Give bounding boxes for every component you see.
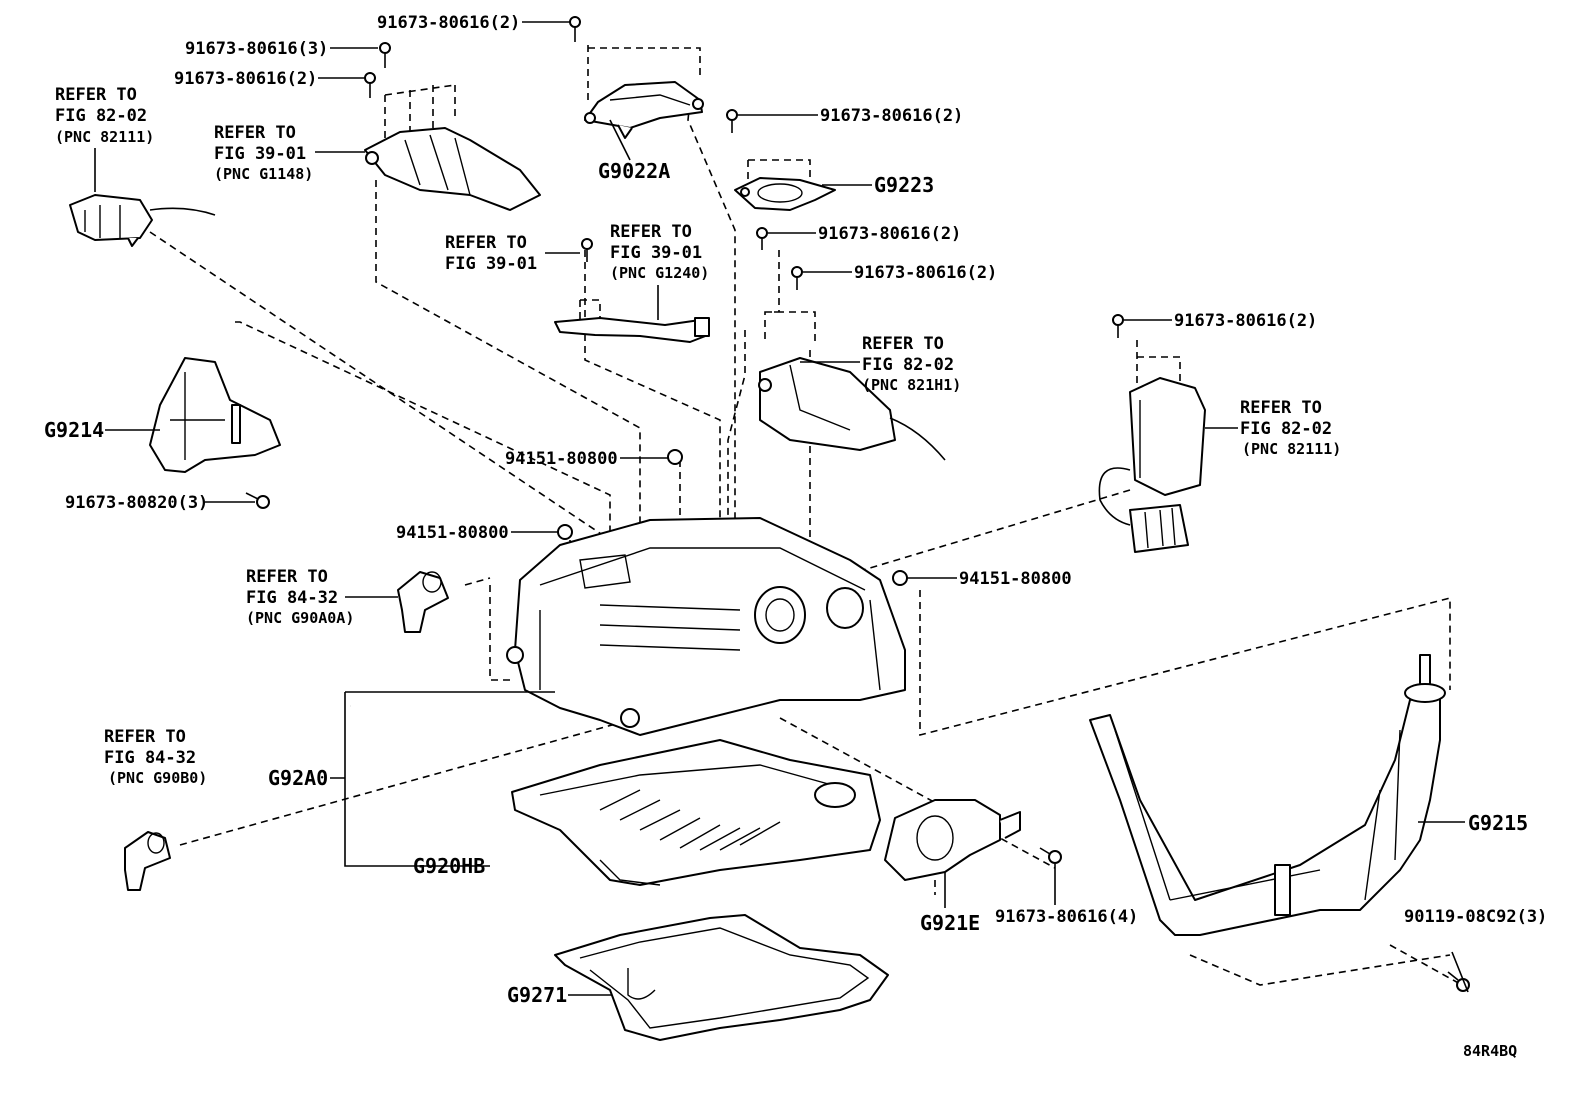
refer-block-6: REFER TO FIG 82-02 (PNC 82111) [1240, 398, 1341, 458]
callout-bolt-top: 91673-80616(2) [377, 13, 520, 33]
callout-bolt-mid1: 91673-80616(2) [818, 224, 961, 244]
refer-block-8: REFER TO FIG 84-32 (PNC G90B0) [104, 727, 207, 787]
callout-bolt-a: 91673-80616(3) [185, 39, 328, 59]
bolt-icon-a [379, 42, 391, 68]
bracket-g9214-drawing [149, 357, 281, 473]
bolt-icon-mid1 [756, 227, 768, 250]
refer-pnc: (PNC G90B0) [108, 769, 207, 787]
refer-fig: FIG 84-32 [104, 748, 196, 768]
part-code-g9271: G9271 [507, 983, 567, 1007]
bolt-icon-mid2 [791, 266, 803, 290]
harness-g1148-drawing [364, 127, 541, 211]
part-code-g9215: G9215 [1468, 811, 1528, 835]
refer-block-5: REFER TO FIG 82-02 (PNC 821H1) [862, 334, 961, 394]
bracket-g9215-drawing [1089, 654, 1446, 936]
refer-fig: FIG 39-01 [610, 243, 702, 263]
refer-text: REFER TO [214, 123, 296, 143]
bolt-icon-g921e [1039, 847, 1062, 864]
callout-bolt-g9215: 90119-08C92(3) [1404, 907, 1547, 927]
refer-block-7: REFER TO FIG 84-32 (PNC G90A0A) [246, 567, 354, 627]
refer-pnc: (PNC G1240) [610, 264, 709, 282]
callout-bolt-g921e: 91673-80616(4) [995, 907, 1138, 927]
refer-text: REFER TO [1240, 398, 1322, 418]
callout-bolt-g9214: 91673-80820(3) [65, 493, 208, 513]
refer-text: REFER TO [246, 567, 328, 587]
refer-block-4: REFER TO FIG 39-01 (PNC G1240) [610, 222, 709, 282]
cover-g9022a-drawing [584, 81, 704, 139]
stud-icon-1 [667, 449, 683, 465]
refer-block-3: REFER TO FIG 39-01 [445, 233, 537, 274]
part-code-g9022a: G9022A [598, 159, 670, 183]
refer-text: REFER TO [104, 727, 186, 747]
refer-fig: FIG 82-02 [55, 106, 147, 126]
cover-g921e-drawing [884, 799, 1021, 881]
diagram-id: 84R4BQ [1463, 1042, 1517, 1060]
callout-bolt-mid2: 91673-80616(2) [854, 263, 997, 283]
refer-text: REFER TO [610, 222, 692, 242]
fasteners [245, 16, 1470, 992]
callout-stud-1: 94151-80800 [505, 449, 618, 469]
refer-pnc: (PNC 82111) [1242, 440, 1341, 458]
refer-fig: FIG 39-01 [445, 254, 537, 274]
inverter-upper-case-drawing [506, 517, 906, 736]
refer-fig: FIG 82-02 [1240, 419, 1332, 439]
part-code-g9214: G9214 [44, 418, 104, 442]
callout-stud-2: 94151-80800 [396, 523, 509, 543]
gasket-g9271-drawing [554, 914, 889, 1041]
refer-text: REFER TO [445, 233, 527, 253]
refer-text: REFER TO [862, 334, 944, 354]
callout-bolt-b: 91673-80616(2) [174, 69, 317, 89]
part-code-g921e: G921E [920, 911, 980, 935]
refer-block-1: REFER TO FIG 82-02 (PNC 82111) [55, 85, 154, 146]
refer-fig: FIG 39-01 [214, 144, 306, 164]
callout-stud-3: 94151-80800 [959, 569, 1072, 589]
callout-bolt-g9223: 91673-80616(2) [820, 106, 963, 126]
connector-82111-left-drawing [69, 194, 216, 247]
bolt-icon-plate [581, 238, 593, 262]
pipe-g90b0-drawing [124, 831, 171, 891]
callout-bolt-right: 91673-80616(2) [1174, 311, 1317, 331]
bolt-icon-g9214 [245, 492, 270, 509]
refer-text: REFER TO [55, 85, 137, 105]
bolt-icon-g9223 [726, 109, 738, 133]
refer-fig: FIG 84-32 [246, 588, 338, 608]
lower-case-g920hb-drawing [511, 739, 881, 886]
bolt-icon-right [1112, 314, 1124, 338]
refer-pnc: (PNC 82111) [55, 128, 154, 146]
part-code-g9223: G9223 [874, 173, 934, 197]
refer-pnc: (PNC G90A0A) [246, 609, 354, 627]
leader-lines [94, 21, 1469, 996]
refer-fig: FIG 82-02 [862, 355, 954, 375]
refer-pnc: (PNC 821H1) [862, 376, 961, 394]
refer-block-2: REFER TO FIG 39-01 (PNC G1148) [214, 123, 313, 183]
assembly-guide-lines [149, 45, 1463, 986]
stud-icon-2 [557, 524, 573, 540]
gasket-g9223-drawing [734, 177, 836, 211]
bolt-icon-top [569, 16, 581, 42]
part-code-g920hb: G920HB [413, 854, 485, 878]
pipe-g90a0a-drawing [397, 571, 449, 633]
connector-82111-right-drawing [1098, 377, 1206, 553]
bolt-icon-b [364, 72, 376, 98]
plate-g1240-drawing [554, 317, 710, 343]
stud-icon-3 [892, 570, 908, 586]
refer-pnc: (PNC G1148) [214, 165, 313, 183]
part-code-g92a0: G92A0 [268, 766, 328, 790]
